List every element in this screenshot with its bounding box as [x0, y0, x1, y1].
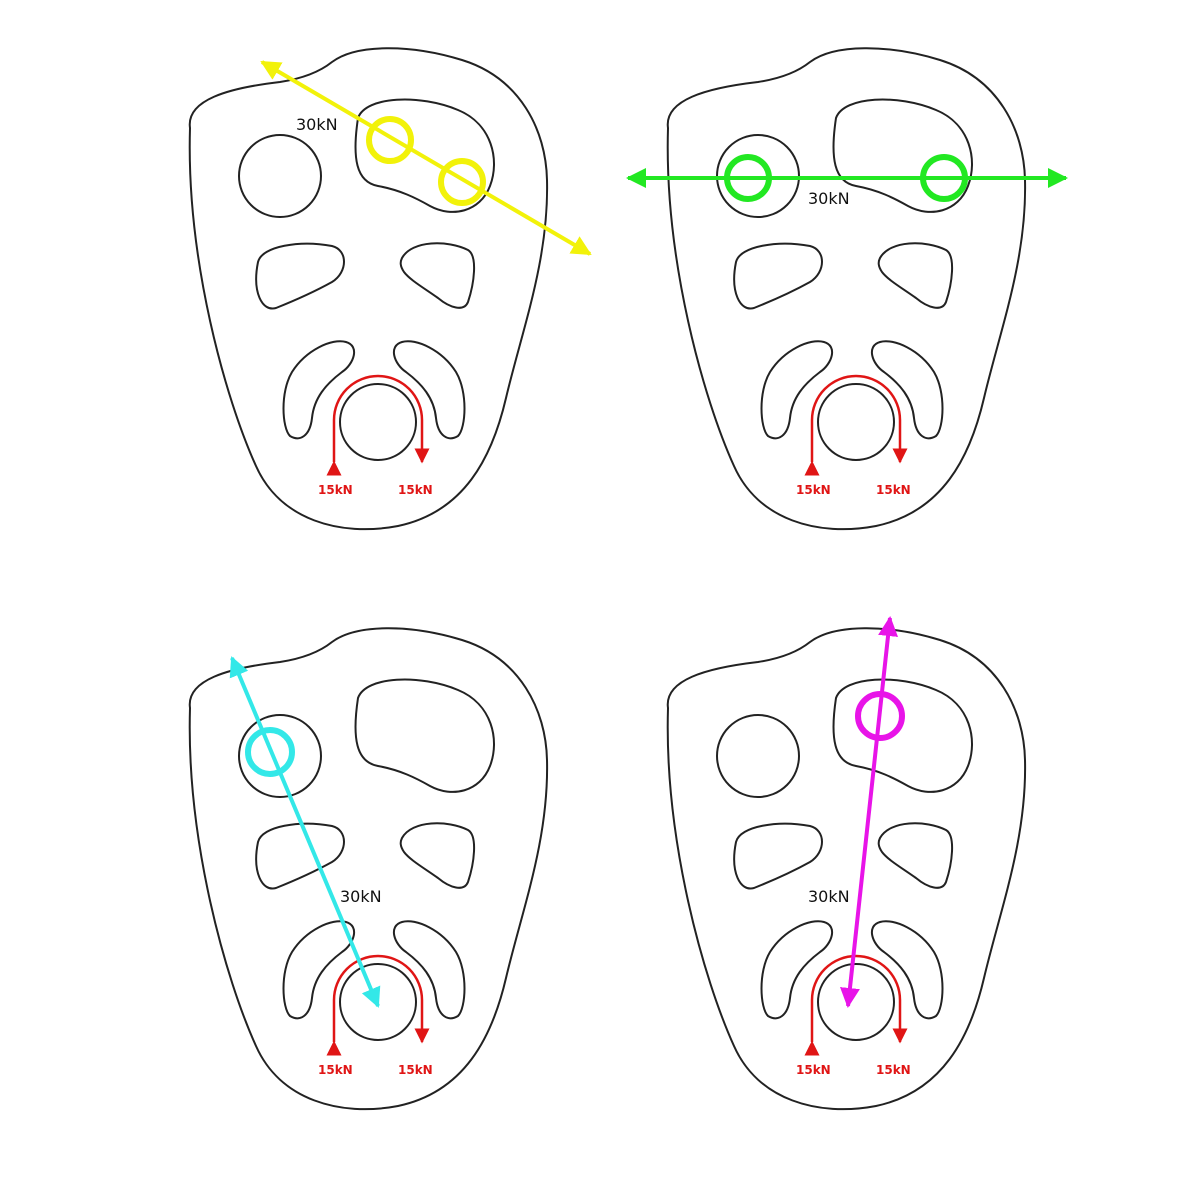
load-label: 30kN [808, 887, 850, 906]
diagram-bottom-right: 30kN 15kN 15kN [666, 616, 1027, 1111]
left-force-label: 15kN [796, 1063, 831, 1077]
diagram-top-left: 30kN 15kN 15kN [188, 47, 592, 531]
right-force-label: 15kN [398, 1063, 433, 1077]
rope-loop [804, 374, 908, 476]
plate-outline [188, 47, 549, 531]
load-label: 30kN [340, 887, 382, 906]
attachment-ring-1 [366, 116, 414, 164]
right-force-label: 15kN [398, 483, 433, 497]
left-force-label: 15kN [318, 1063, 353, 1077]
attachment-ring-2 [438, 158, 486, 206]
attachment-ring-1 [724, 154, 772, 202]
load-label: 30kN [808, 189, 850, 208]
left-force-label: 15kN [318, 483, 353, 497]
load-line [229, 656, 381, 1008]
left-force-label: 15kN [796, 483, 831, 497]
right-force-label: 15kN [876, 483, 911, 497]
diagram-top-right: 30kN 15kN 15kN [626, 47, 1068, 531]
attachment-ring-2 [920, 154, 968, 202]
plate-outline [666, 627, 1027, 1111]
plate-outline [188, 627, 549, 1111]
attachment-ring-1 [245, 727, 295, 777]
load-line [839, 616, 899, 1008]
load-label: 30kN [296, 115, 338, 134]
load-line [260, 60, 592, 256]
right-force-label: 15kN [876, 1063, 911, 1077]
attachment-ring-1 [855, 691, 905, 741]
diagram-bottom-left: 30kN 15kN 15kN [188, 627, 549, 1111]
plate-outline [666, 47, 1027, 531]
rope-loop [326, 374, 430, 476]
